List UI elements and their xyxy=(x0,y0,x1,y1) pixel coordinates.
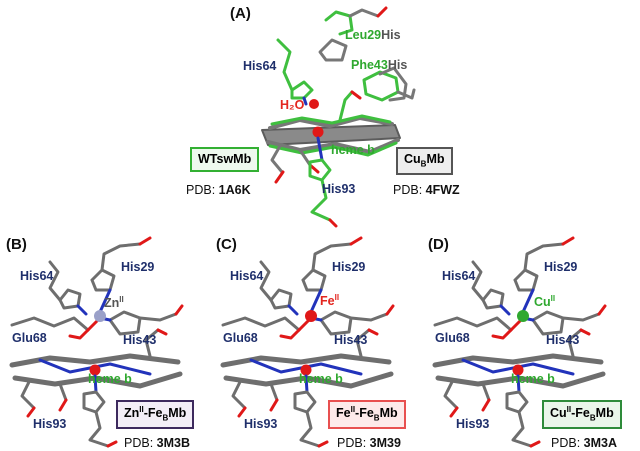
heme-iron xyxy=(89,364,101,376)
d-glu68-label: Glu68 xyxy=(435,331,470,345)
d-his29-label: His29 xyxy=(544,260,578,274)
d-his93-label: His93 xyxy=(456,417,490,431)
copper-ion xyxy=(517,310,529,322)
c-glu68-label: Glu68 xyxy=(223,331,258,345)
panel-a-label: (A) xyxy=(230,5,251,22)
c-heme-label: heme b xyxy=(299,372,343,386)
c-pdb: PDB: 3M39 xyxy=(337,436,401,450)
c-his29-label: His29 xyxy=(332,260,366,274)
heme-iron xyxy=(512,364,524,376)
d-pdb: PDB: 3M3A xyxy=(551,436,617,450)
residue-his93-label-a: His93 xyxy=(322,182,356,196)
b-heme-label: heme b xyxy=(88,372,132,386)
c-metal-label: FeII xyxy=(320,293,340,309)
c-box: FeII-FeBMb xyxy=(328,400,406,429)
zinc-ion xyxy=(94,310,106,322)
b-glu68-label: Glu68 xyxy=(12,331,47,345)
b-his64-label: His64 xyxy=(20,269,54,283)
panel-c-label: (C) xyxy=(216,236,237,253)
panel-d-label: (D) xyxy=(428,236,449,253)
b-pdb: PDB: 3M3B xyxy=(124,436,190,450)
d-heme-label: heme b xyxy=(511,372,555,386)
panel-b-label: (B) xyxy=(6,236,27,253)
b-his93-label: His93 xyxy=(33,417,67,431)
wtswmb-box: WTswMb xyxy=(190,147,260,172)
panel-d-structure xyxy=(432,236,607,448)
c-his43-label: His43 xyxy=(334,333,368,347)
iron-ion xyxy=(305,310,317,322)
residue-leu29-label: Leu29His xyxy=(345,28,401,42)
panel-b-structure xyxy=(9,236,184,448)
panel-a-structure xyxy=(261,6,416,228)
heme-iron xyxy=(300,364,312,376)
c-his93-label: His93 xyxy=(244,417,278,431)
b-his29-label: His29 xyxy=(121,260,155,274)
pdb-4fwz: PDB: 4FWZ xyxy=(393,183,460,197)
residue-his64-label: His64 xyxy=(243,59,277,73)
residue-phe43-label: Phe43His xyxy=(351,58,408,72)
cubmb-box: CuBMb xyxy=(396,147,453,175)
b-his43-label: His43 xyxy=(123,333,157,347)
b-box: ZnII-FeBMb xyxy=(116,400,195,429)
water-label: H₂O xyxy=(280,98,305,112)
d-box: CuII-FeBMb xyxy=(542,400,622,429)
c-his64-label: His64 xyxy=(230,269,264,283)
d-his43-label: His43 xyxy=(546,333,580,347)
d-his64-label: His64 xyxy=(442,269,476,283)
d-metal-label: CuII xyxy=(534,294,556,310)
panel-c-structure xyxy=(220,236,395,448)
heme-b-label-a: heme b xyxy=(331,143,375,157)
b-metal-label: ZnII xyxy=(104,295,124,311)
pdb-1a6k: PDB: 1A6K xyxy=(186,183,251,197)
